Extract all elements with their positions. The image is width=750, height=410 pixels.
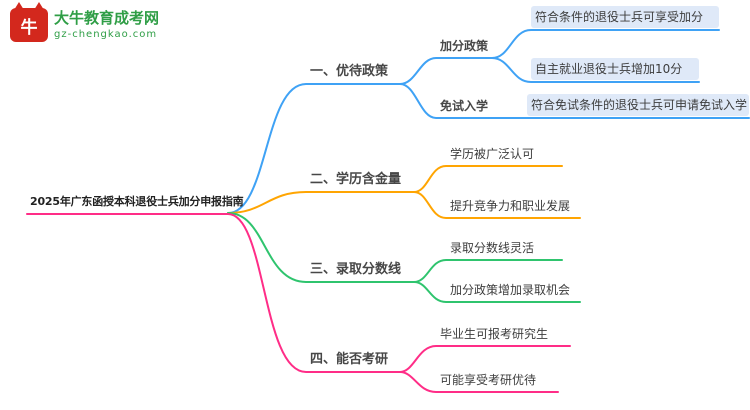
connector-branch4-to-leaf2 xyxy=(399,371,559,393)
connector-branch3-to-leaf2 xyxy=(413,281,581,303)
connector-root-to-branch2 xyxy=(227,191,415,214)
connector-branch4-to-leaf1 xyxy=(399,345,571,373)
branch-node-xueli-hanjinliang: 二、学历含金量 xyxy=(310,172,402,187)
leaf-node-mianshi-shenqing: 符合免试条件的退役士兵可申请免试入学 xyxy=(527,94,749,116)
leaf-node-fenshuxian-linghuo: 录取分数线灵活 xyxy=(450,241,535,255)
root-node: 2025年广东函授本科退役士兵加分申报指南 xyxy=(30,195,244,208)
connector-child1-to-leaf1 xyxy=(491,29,720,59)
branch-node-youdai-zhengce: 一、优待政策 xyxy=(310,64,389,79)
leaf-node-baokao-yanjiusheng: 毕业生可报考研究生 xyxy=(440,327,549,341)
leaf-node-luqu-jihui: 加分政策增加录取机会 xyxy=(450,283,571,297)
connector-branch2-to-leaf2 xyxy=(413,191,581,219)
connector-root-to-branch1 xyxy=(227,83,401,214)
site-url: gz-chengkao.com xyxy=(54,29,158,40)
leaf-node-xueli-renke: 学历被广泛认可 xyxy=(450,147,535,161)
bull-logo-icon: 牛 xyxy=(10,2,48,42)
connector-child1-to-leaf2 xyxy=(491,57,700,83)
connector-branch1-to-child2 xyxy=(399,83,493,119)
site-logo[interactable]: 牛 大牛教育成考网 gz-chengkao.com xyxy=(10,2,159,42)
connector-root-to-branch3 xyxy=(227,212,415,283)
subbranch-node-mianshi-ruxue: 免试入学 xyxy=(440,99,489,113)
connector-branch3-to-leaf1 xyxy=(413,259,563,283)
subbranch-node-jiafen-zhengce: 加分政策 xyxy=(440,39,489,53)
leaf-node-jiafen-xiangshou: 符合条件的退役士兵可享受加分 xyxy=(531,6,719,28)
leaf-node-kaoyan-youdai: 可能享受考研优待 xyxy=(440,373,537,387)
connector-branch1-to-child1 xyxy=(399,57,493,85)
leaf-node-jingzhengli: 提升竞争力和职业发展 xyxy=(450,199,571,213)
branch-node-nengfou-kaoyan: 四、能否考研 xyxy=(310,352,389,367)
logo-text-block: 大牛教育成考网 gz-chengkao.com xyxy=(54,8,159,42)
connector-root-underline-to-branch4 xyxy=(26,213,401,373)
leaf-node-zizhu-jiuye: 自主就业退役士兵增加10分 xyxy=(531,58,699,80)
site-name: 大牛教育成考网 xyxy=(54,9,160,27)
connector-branch2-to-leaf1 xyxy=(413,165,563,193)
branch-node-luqu-fenshuxian: 三、录取分数线 xyxy=(310,262,402,277)
